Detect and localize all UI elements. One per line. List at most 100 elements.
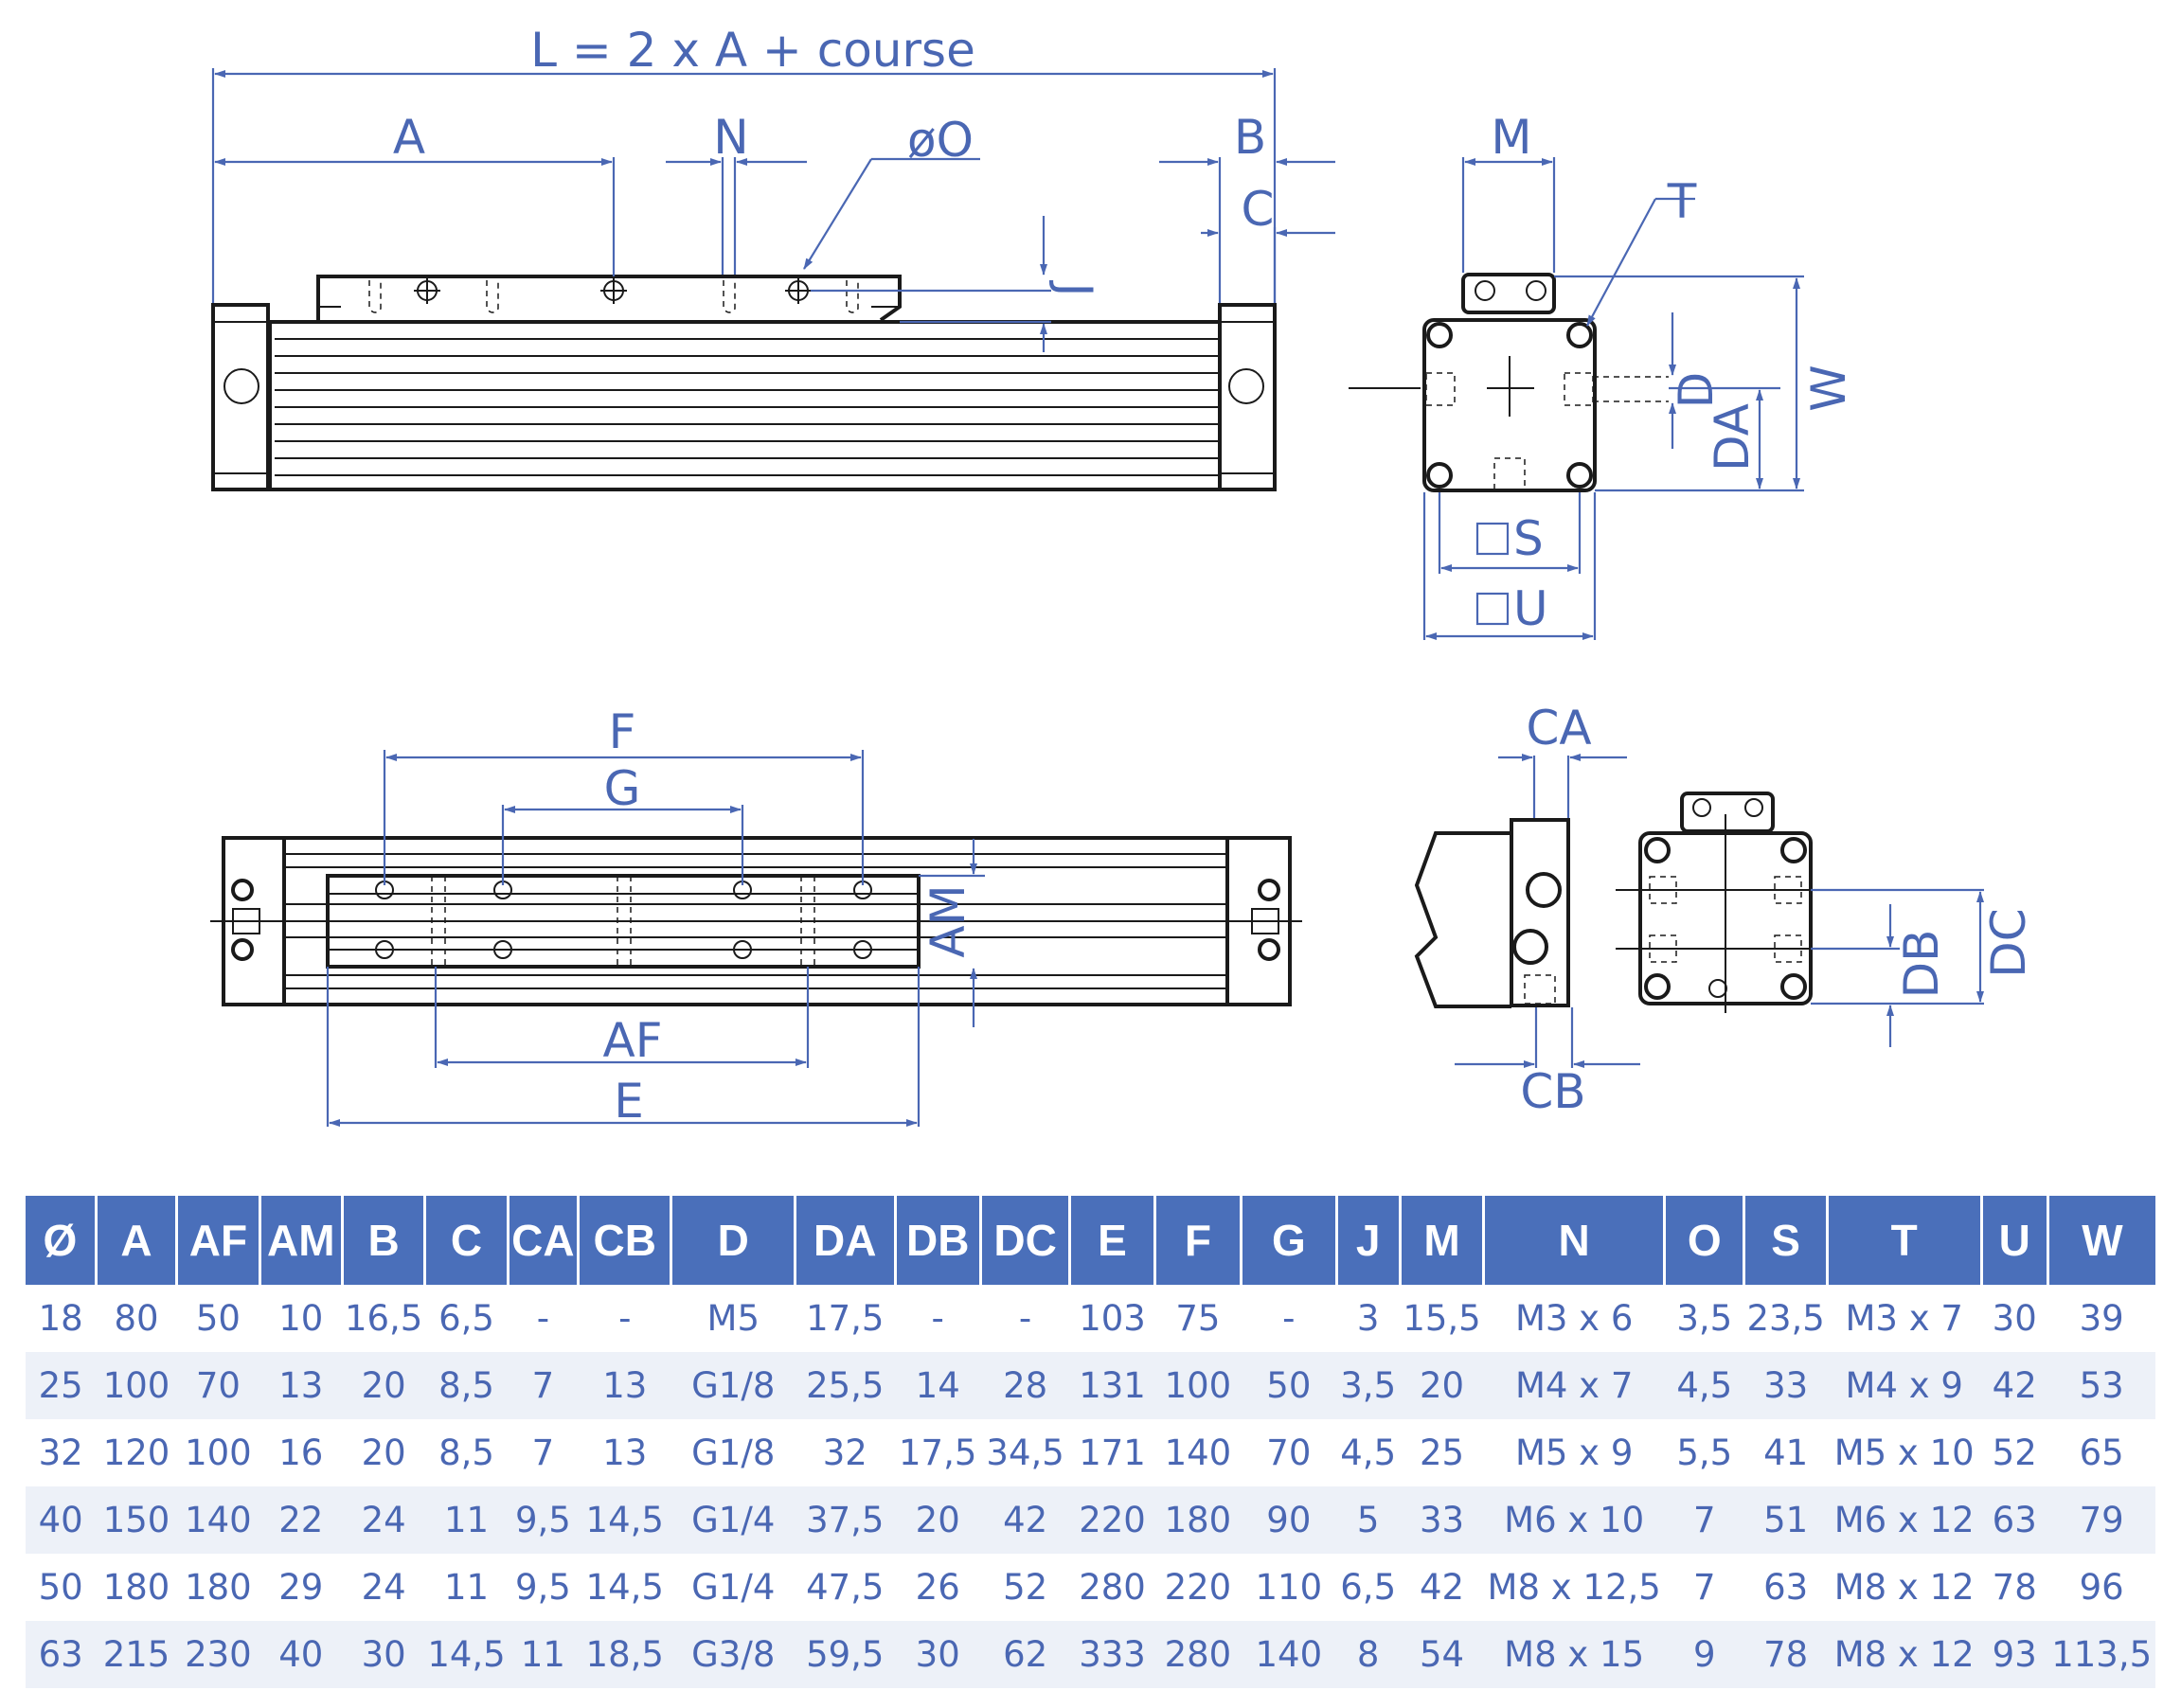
column-header: B (340, 1196, 425, 1285)
column-header: D (670, 1196, 796, 1285)
table-cell: 40 (26, 1486, 97, 1554)
table-cell: 51 (1743, 1486, 1828, 1554)
column-header: O (1663, 1196, 1744, 1285)
table-cell: 4,5 (1340, 1432, 1397, 1473)
column-header: DA (794, 1196, 896, 1285)
column-header: AF (175, 1196, 260, 1285)
table-cell: 9,5 (514, 1567, 571, 1608)
table-cell: G1/8 (691, 1432, 776, 1473)
table-cell: 13 (578, 1352, 671, 1419)
table-cell: 180 (102, 1567, 170, 1608)
table-cell: M4 x 7 (1483, 1352, 1665, 1419)
table-cell: 113,5 (2047, 1621, 2155, 1688)
table-cell: 103 (1079, 1298, 1146, 1339)
table-cell: 22 (259, 1486, 343, 1554)
table-cell: 280 (1154, 1621, 1242, 1688)
table-cell: 180 (1154, 1486, 1242, 1554)
table-cell: 30 (1992, 1298, 2037, 1339)
table-cell: 14,5 (578, 1486, 671, 1554)
table-cell: 25 (26, 1352, 97, 1419)
table-cell: 3 (1356, 1298, 1380, 1339)
table-cell: M8 x 12,5 (1487, 1567, 1661, 1608)
table-cell: 8,5 (438, 1432, 494, 1473)
table-cell: 14,5 (424, 1621, 509, 1688)
column-header: F (1153, 1196, 1242, 1285)
table-cell: 37,5 (795, 1486, 896, 1554)
column-header: Ø (26, 1196, 97, 1285)
table-cell: 110 (1255, 1567, 1323, 1608)
table-cell: 17,5 (899, 1432, 977, 1473)
label-O: øO (907, 113, 974, 168)
label-B: B (1234, 110, 1266, 165)
label-G: G (604, 761, 641, 816)
table-cell: 54 (1400, 1621, 1484, 1688)
table-cell: 7 (1692, 1567, 1716, 1608)
table-cell: - (1282, 1298, 1296, 1339)
table-cell: - (618, 1298, 632, 1339)
table-cell: 11 (443, 1567, 490, 1608)
column-header: AM (258, 1196, 343, 1285)
column-header: T (1825, 1196, 1982, 1285)
table-cell: - (536, 1298, 550, 1339)
label-T: T (1667, 174, 1697, 229)
table-cell: M5 x 10 (1833, 1432, 1975, 1473)
table-cell: 39 (2079, 1298, 2124, 1339)
table-cell: 42 (1981, 1352, 2048, 1419)
table-cell: 220 (1164, 1567, 1232, 1608)
table-cell: 11 (508, 1621, 579, 1688)
table-cell: 280 (1079, 1567, 1146, 1608)
table-cell: 50 (38, 1567, 83, 1608)
table-cell: 16,5 (344, 1298, 423, 1339)
table-cell: 16 (278, 1432, 324, 1473)
label-DC: DC (1981, 908, 2036, 977)
table-cell: 171 (1079, 1432, 1146, 1473)
table-cell: 30 (895, 1621, 981, 1688)
table-cell: M8 x 12 (1833, 1567, 1975, 1608)
table-cell: M3 x 7 (1845, 1298, 1963, 1339)
table-cell: 25 (1419, 1432, 1465, 1473)
table-cell: 15,5 (1403, 1298, 1481, 1339)
table-cell: 32 (822, 1432, 867, 1473)
table-cell: G1/4 (691, 1567, 776, 1608)
table-cell: 63 (1981, 1486, 2048, 1554)
table-cell: 7 (508, 1352, 579, 1419)
table-cell: M5 x 9 (1514, 1432, 1634, 1473)
column-header: A (94, 1196, 177, 1285)
table-cell: 8,5 (424, 1352, 509, 1419)
table-cell: M6 x 12 (1827, 1486, 1982, 1554)
label-DB: DB (1894, 930, 1949, 999)
table-cell: 14,5 (585, 1567, 664, 1608)
table-cell: 70 (176, 1352, 260, 1419)
table-cell: 215 (96, 1621, 177, 1688)
label-J: J (1047, 280, 1102, 297)
table-cell: 96 (2079, 1567, 2124, 1608)
table-cell: - (931, 1298, 944, 1339)
table-cell: - (1018, 1298, 1032, 1339)
column-header: N (1482, 1196, 1665, 1285)
table-cell: 80 (114, 1298, 159, 1339)
table-cell: 8 (1336, 1621, 1401, 1688)
table-cell: 6,5 (438, 1298, 494, 1339)
table-cell: 30 (342, 1621, 425, 1688)
table-cell: 6,5 (1340, 1567, 1397, 1608)
label-CB: CB (1520, 1064, 1585, 1119)
table-cell: 17,5 (806, 1298, 885, 1339)
table-cell: 53 (2047, 1352, 2155, 1419)
label-E: E (614, 1074, 644, 1129)
table-cell: 13 (259, 1352, 343, 1419)
table-cell: 230 (176, 1621, 260, 1688)
table-cell: 23,5 (1746, 1298, 1825, 1339)
table-cell: M8 x 12 (1827, 1621, 1982, 1688)
table-cell: 18 (38, 1298, 83, 1339)
table-cell: 79 (2047, 1486, 2155, 1554)
table-cell: 140 (1164, 1432, 1232, 1473)
table-cell: 28 (980, 1352, 1070, 1419)
table-cell: 120 (102, 1432, 170, 1473)
front-view: L = 2 x A + course A N øO B C J (211, 23, 1335, 491)
table-cell: 20 (895, 1486, 981, 1554)
column-header: DB (893, 1196, 981, 1285)
